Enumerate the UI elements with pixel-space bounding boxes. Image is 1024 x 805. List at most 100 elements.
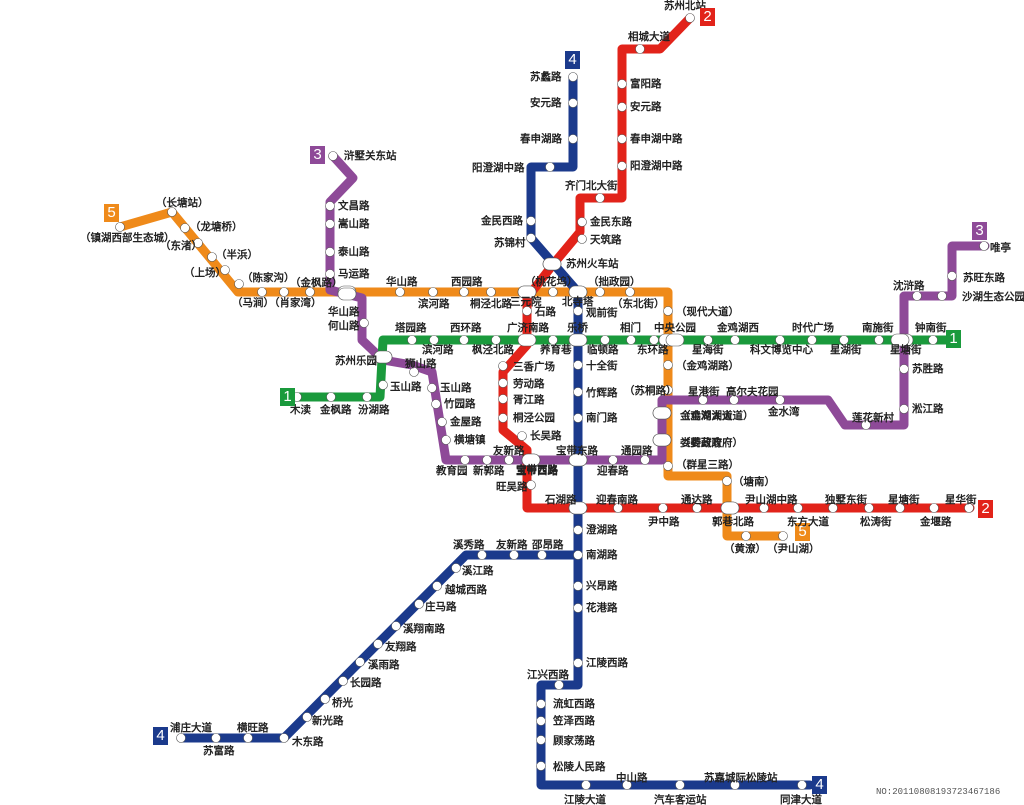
station-label[interactable]: 新郭路 bbox=[473, 465, 505, 477]
station-label[interactable]: （长塘站） bbox=[156, 197, 209, 209]
station-label[interactable]: 宝带西路 bbox=[516, 465, 558, 477]
station-label[interactable]: 旺吴路 bbox=[496, 481, 528, 493]
station-marker[interactable] bbox=[874, 335, 884, 345]
station-label[interactable]: 竹辉路 bbox=[586, 387, 618, 399]
station-label[interactable]: 南湖路 bbox=[586, 549, 618, 561]
station-label[interactable]: 桥光 bbox=[332, 697, 353, 709]
station-label[interactable]: 三元院 bbox=[510, 296, 542, 308]
station-marker[interactable] bbox=[441, 435, 451, 445]
station-marker[interactable] bbox=[325, 219, 335, 229]
station-label[interactable]: 沈浒路 bbox=[893, 280, 925, 292]
station-label[interactable]: 溪江路 bbox=[462, 565, 494, 577]
station-marker[interactable] bbox=[459, 335, 469, 345]
station-label[interactable]: 石湖路 bbox=[545, 494, 577, 506]
interchange-station-marker[interactable] bbox=[373, 350, 393, 364]
station-label[interactable]: 宝带西路 bbox=[516, 464, 558, 476]
station-marker[interactable] bbox=[243, 733, 253, 743]
station-marker[interactable] bbox=[573, 387, 583, 397]
station-label[interactable]: 横旺路 bbox=[237, 722, 269, 734]
station-label[interactable]: 阳澄湖中路 bbox=[630, 160, 683, 172]
station-marker[interactable] bbox=[522, 306, 532, 316]
station-label[interactable]: 松涛街 bbox=[860, 516, 892, 528]
station-marker[interactable] bbox=[663, 360, 673, 370]
interchange-station-marker[interactable] bbox=[517, 333, 537, 347]
station-label[interactable]: 中央公园 bbox=[654, 322, 696, 334]
station-marker[interactable] bbox=[573, 603, 583, 613]
station-label[interactable]: 春申湖中路 bbox=[630, 133, 683, 145]
station-label[interactable]: 兴昂路 bbox=[586, 580, 618, 592]
station-marker[interactable] bbox=[234, 279, 244, 289]
station-marker[interactable] bbox=[899, 364, 909, 374]
station-marker[interactable] bbox=[498, 361, 508, 371]
station-marker[interactable] bbox=[378, 380, 388, 390]
station-label[interactable]: 何山路 bbox=[328, 320, 360, 332]
station-marker[interactable] bbox=[649, 335, 659, 345]
station-label[interactable]: 浒墅关东站 bbox=[344, 150, 397, 162]
station-label[interactable]: 星港街 bbox=[688, 386, 720, 398]
station-label[interactable]: 流虹西路 bbox=[553, 698, 595, 710]
station-label[interactable]: 高尔夫花园 bbox=[726, 386, 779, 398]
station-label[interactable]: 竹园路 bbox=[444, 398, 476, 410]
station-label[interactable]: 金枫路 bbox=[320, 404, 352, 416]
station-label[interactable]: （金鸡湖大道） bbox=[680, 410, 754, 422]
station-label[interactable]: 三香广场 bbox=[513, 361, 555, 373]
station-marker[interactable] bbox=[486, 287, 496, 297]
station-marker[interactable] bbox=[305, 287, 315, 297]
interchange-station-marker[interactable] bbox=[568, 285, 588, 299]
station-label[interactable]: 石路 bbox=[535, 306, 556, 318]
station-label[interactable]: 沙湖生态公园 bbox=[962, 291, 1024, 303]
station-marker[interactable] bbox=[979, 241, 989, 251]
station-label[interactable]: 金民东路 bbox=[590, 216, 632, 228]
station-marker[interactable] bbox=[861, 420, 871, 430]
station-label[interactable]: 星海街 bbox=[692, 344, 724, 356]
station-label[interactable]: 苏锦村 bbox=[494, 237, 526, 249]
station-marker[interactable] bbox=[625, 287, 635, 297]
station-label[interactable]: （拙政园） bbox=[588, 276, 641, 288]
station-marker[interactable] bbox=[573, 658, 583, 668]
station-marker[interactable] bbox=[459, 287, 469, 297]
station-marker[interactable] bbox=[391, 621, 401, 631]
station-label[interactable]: 独墅东街 bbox=[825, 494, 867, 506]
station-label[interactable]: 苏旺东路 bbox=[963, 272, 1005, 284]
station-label[interactable]: 泰山路 bbox=[338, 246, 370, 258]
station-label[interactable]: 唯亭 bbox=[990, 242, 1011, 254]
station-label[interactable]: 阳澄湖中路 bbox=[472, 162, 525, 174]
station-label[interactable]: 滨河路 bbox=[418, 298, 450, 310]
station-marker[interactable] bbox=[722, 476, 732, 486]
station-marker[interactable] bbox=[568, 98, 578, 108]
station-label[interactable]: 广济南路 bbox=[507, 322, 549, 334]
station-label[interactable]: 胥江路 bbox=[513, 394, 545, 406]
station-marker[interactable] bbox=[608, 455, 618, 465]
station-marker[interactable] bbox=[778, 531, 788, 541]
station-label[interactable]: 苏蠡路 bbox=[530, 71, 562, 83]
station-marker[interactable] bbox=[395, 287, 405, 297]
station-label[interactable]: 滨河路 bbox=[422, 344, 454, 356]
station-label[interactable]: 顾家荡路 bbox=[553, 735, 595, 747]
station-marker[interactable] bbox=[326, 392, 336, 402]
station-label[interactable]: 淞江路 bbox=[912, 403, 944, 415]
station-label[interactable]: （镇湖西部生态城） bbox=[80, 232, 175, 244]
station-label[interactable]: 迎春南路 bbox=[596, 494, 638, 506]
station-marker[interactable] bbox=[320, 694, 330, 704]
station-marker[interactable] bbox=[526, 480, 536, 490]
station-marker[interactable] bbox=[617, 102, 627, 112]
station-label[interactable]: （东北街） bbox=[612, 298, 665, 310]
station-label[interactable]: 相门 bbox=[620, 322, 641, 334]
station-marker[interactable] bbox=[548, 287, 558, 297]
station-label[interactable]: 通园路 bbox=[621, 445, 653, 457]
interchange-station-marker[interactable] bbox=[337, 287, 357, 301]
station-marker[interactable] bbox=[937, 291, 947, 301]
station-label[interactable]: 华山路 bbox=[328, 306, 360, 318]
station-marker[interactable] bbox=[325, 201, 335, 211]
interchange-station-marker[interactable] bbox=[517, 285, 537, 299]
station-label[interactable]: 枫泾北路 bbox=[472, 344, 514, 356]
station-label[interactable]: （金鸡湖路） bbox=[676, 360, 739, 372]
station-marker[interactable] bbox=[498, 413, 508, 423]
station-marker[interactable] bbox=[573, 306, 583, 316]
station-label[interactable]: 星塘街 bbox=[888, 494, 920, 506]
station-marker[interactable] bbox=[548, 335, 558, 345]
station-label[interactable]: 金鸡湖大道 bbox=[680, 410, 733, 422]
station-label[interactable]: （桃花坞） bbox=[525, 276, 578, 288]
station-label[interactable]: 友新路 bbox=[493, 445, 525, 457]
station-marker[interactable] bbox=[617, 134, 627, 144]
